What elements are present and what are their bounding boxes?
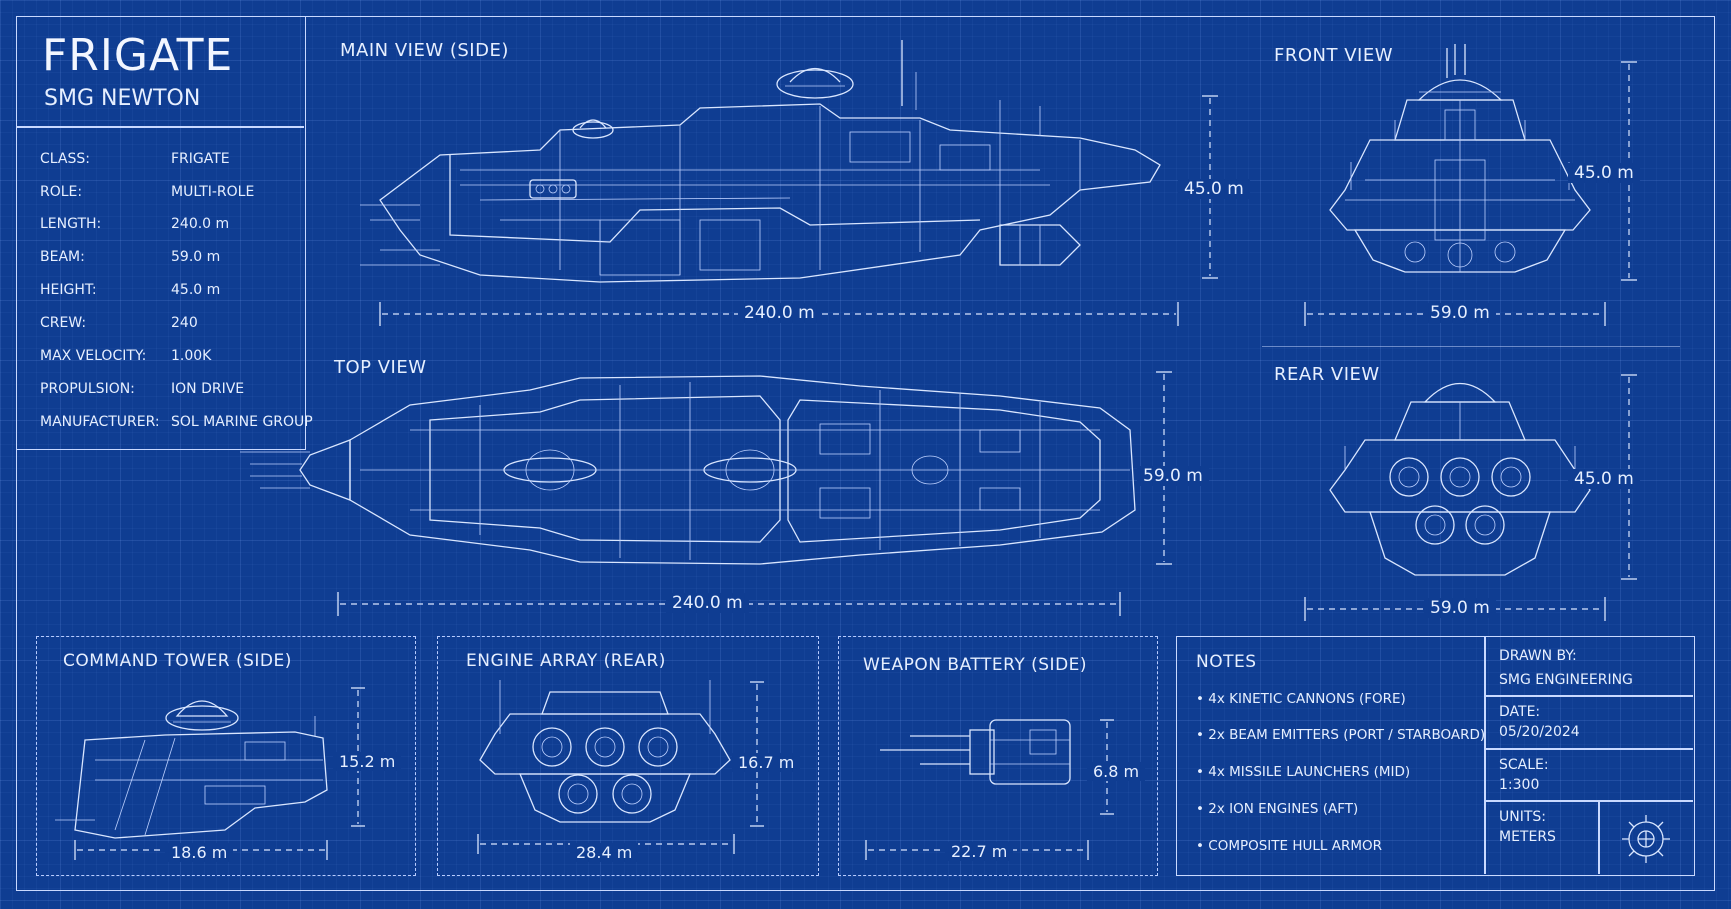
note-item: • 4x MISSILE LAUNCHERS (MID): [1196, 764, 1411, 780]
main-view-drawing: [360, 40, 1161, 283]
spec-value-length: 240.0 m: [171, 216, 230, 232]
engine-array-title: ENGINE ARRAY (REAR): [466, 651, 666, 671]
spec-value-manufacturer: SOL MARINE GROUP: [171, 414, 313, 430]
main-view-dimensions: [379, 95, 1218, 326]
top-view-height: 59.0 m: [1137, 466, 1209, 486]
top-view-dimensions: [337, 371, 1172, 616]
front-rear-divider: [1262, 346, 1680, 347]
front-view-height: 45.0 m: [1568, 163, 1640, 183]
spec-label-height: HEIGHT:: [40, 282, 97, 298]
front-view-drawing: [1329, 44, 1591, 273]
units-value: METERS: [1499, 829, 1556, 845]
front-view-dimensions: [1304, 61, 1637, 326]
main-view-height: 45.0 m: [1178, 179, 1250, 199]
note-text: 2x BEAM EMITTERS (PORT / STARBOARD): [1208, 727, 1486, 743]
scale-value: 1:300: [1499, 777, 1540, 793]
detail-panel-engine-array: [437, 636, 819, 876]
weapon-battery-height: 6.8 m: [1087, 762, 1146, 781]
title-block: [16, 16, 306, 450]
engine-array-width: 28.4 m: [570, 843, 639, 862]
notes-title: NOTES: [1196, 652, 1257, 672]
ship-subtitle: SMG NEWTON: [44, 86, 201, 111]
top-view-drawing: [240, 375, 1136, 565]
rear-view-width: 59.0 m: [1424, 598, 1496, 618]
rear-view-height: 45.0 m: [1568, 469, 1640, 489]
spec-value-beam: 59.0 m: [171, 249, 221, 265]
command-tower-title: COMMAND TOWER (SIDE): [63, 651, 292, 671]
note-text: 4x KINETIC CANNONS (FORE): [1208, 691, 1406, 707]
drawn-by-label: DRAWN BY:: [1499, 648, 1577, 664]
note-item: • 2x ION ENGINES (AFT): [1196, 801, 1359, 817]
info-row-divider: [1485, 748, 1693, 750]
command-tower-width: 18.6 m: [165, 843, 234, 862]
title-divider: [17, 126, 304, 128]
top-view-title: TOP VIEW: [334, 357, 427, 378]
rear-view-title: REAR VIEW: [1274, 364, 1380, 385]
spec-label-velocity: MAX VELOCITY:: [40, 348, 147, 364]
spec-label-manufacturer: MANUFACTURER:: [40, 414, 160, 430]
notes-block: [1176, 636, 1695, 876]
drawn-by-value: SMG ENGINEERING: [1499, 672, 1633, 688]
command-tower-drawing: [55, 687, 365, 860]
weapon-battery-width: 22.7 m: [945, 842, 1014, 861]
info-row-divider: [1485, 695, 1693, 697]
date-value: 05/20/2024: [1499, 724, 1580, 740]
note-item: • 4x KINETIC CANNONS (FORE): [1196, 691, 1406, 707]
scale-label: SCALE:: [1499, 757, 1549, 773]
spec-label-length: LENGTH:: [40, 216, 102, 232]
front-view-title: FRONT VIEW: [1274, 45, 1394, 66]
spec-value-crew: 240: [171, 315, 198, 331]
detail-panel-command-tower: [36, 636, 416, 876]
spec-label-class: CLASS:: [40, 151, 90, 167]
units-label: UNITS:: [1499, 809, 1547, 825]
note-text: 4x MISSILE LAUNCHERS (MID): [1208, 764, 1411, 780]
note-item: • COMPOSITE HULL ARMOR: [1196, 838, 1382, 854]
date-label: DATE:: [1499, 704, 1541, 720]
spec-value-role: MULTI-ROLE: [171, 184, 255, 200]
spec-value-class: FRIGATE: [171, 151, 230, 167]
notes-divider: [1484, 637, 1486, 874]
info-logo-divider: [1598, 801, 1600, 874]
spec-label-propulsion: PROPULSION:: [40, 381, 135, 397]
note-text: COMPOSITE HULL ARMOR: [1208, 838, 1382, 854]
engine-array-height: 16.7 m: [732, 753, 801, 772]
rear-view-dimensions: [1304, 374, 1637, 621]
spec-value-height: 45.0 m: [171, 282, 221, 298]
info-row-divider: [1485, 800, 1693, 802]
spec-label-crew: CREW:: [40, 315, 87, 331]
note-item: • 2x BEAM EMITTERS (PORT / STARBOARD): [1196, 727, 1486, 743]
main-view-title: MAIN VIEW (SIDE): [340, 40, 509, 61]
main-view-width: 240.0 m: [738, 303, 821, 323]
spec-label-beam: BEAM:: [40, 249, 85, 265]
weapon-battery-title: WEAPON BATTERY (SIDE): [863, 655, 1088, 675]
rear-view-drawing: [1329, 382, 1591, 576]
command-tower-height: 15.2 m: [333, 752, 402, 771]
outer-border: [16, 16, 1715, 891]
ship-title: FRIGATE: [42, 30, 234, 81]
note-text: 2x ION ENGINES (AFT): [1208, 801, 1359, 817]
top-view-width: 240.0 m: [666, 593, 749, 613]
spec-value-propulsion: ION DRIVE: [171, 381, 245, 397]
gear-icon: [1622, 815, 1670, 863]
front-view-width: 59.0 m: [1424, 303, 1496, 323]
spec-label-role: ROLE:: [40, 184, 83, 200]
weapon-battery-drawing: [865, 719, 1114, 860]
detail-panel-weapon-battery: [838, 636, 1158, 876]
spec-value-velocity: 1.00K: [171, 348, 212, 364]
